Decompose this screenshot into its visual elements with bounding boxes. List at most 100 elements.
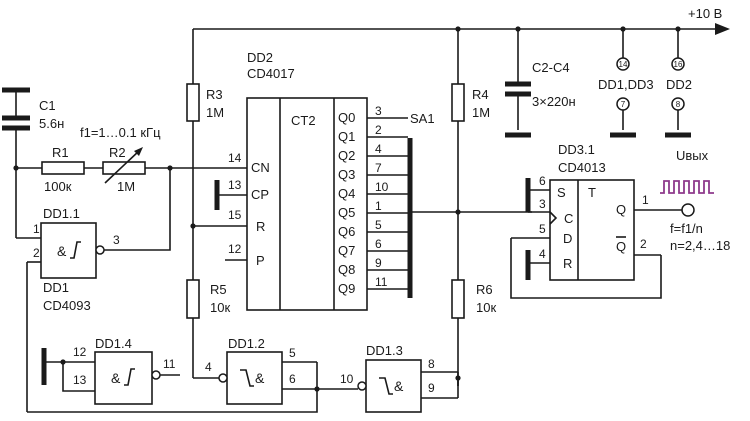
capacitor-c1: C1 5.6н xyxy=(2,87,64,168)
r4-name: R4 xyxy=(472,87,489,102)
resistor-r6: R6 10к xyxy=(451,279,496,386)
pin-1-label: 1 xyxy=(642,193,649,207)
resistor-r5: R5 10к xyxy=(186,223,230,379)
output-q1-label: Q1 xyxy=(338,129,355,144)
dd31-name: DD3.1 xyxy=(558,142,595,157)
dd14-schmitt-nand-symbol: & xyxy=(111,370,121,386)
power-pin-16: 16 xyxy=(674,60,683,69)
dd11-pin-3: 3 xyxy=(113,233,120,247)
dd11-pin-2: 2 xyxy=(33,246,40,260)
c-label: C xyxy=(564,211,573,226)
supply-rail: +10 В xyxy=(193,6,730,35)
pin-4-label: 4 xyxy=(539,247,546,261)
pin-2-label: 2 xyxy=(640,237,647,251)
r4-value: 1М xyxy=(472,105,490,120)
dd11-name: DD1.1 xyxy=(43,206,80,221)
r5-value: 10к xyxy=(210,300,230,315)
power-pin-8: 8 xyxy=(676,100,681,109)
r6-name: R6 xyxy=(476,282,493,297)
gate-dd1-1: DD1.1 & 1 2 3 DD1 CD4093 xyxy=(15,168,171,412)
dd2-name: DD2 xyxy=(247,50,273,65)
output-q3-pin: 7 xyxy=(375,161,382,175)
d-label: D xyxy=(563,231,572,246)
output-q2-label: Q2 xyxy=(338,148,355,163)
r1-value: 100к xyxy=(44,179,72,194)
c1-value: 5.6н xyxy=(39,116,64,131)
output-q7-label: Q7 xyxy=(338,243,355,258)
s-label: S xyxy=(557,185,566,200)
pin-5-label: 5 xyxy=(539,222,546,236)
nrange-label: n=2,4…18 xyxy=(670,238,730,253)
capacitor-c2-c4: C2-C4 3×220н xyxy=(505,29,576,138)
output-q9-label: Q9 xyxy=(338,281,355,296)
power-pin-14: 14 xyxy=(619,60,628,69)
output-q8-pin: 9 xyxy=(375,256,382,270)
output-q0-pin: 3 xyxy=(375,104,382,118)
output-q4-pin: 10 xyxy=(375,180,389,194)
c2c4-name: C2-C4 xyxy=(532,60,570,75)
power-pin-7: 7 xyxy=(621,100,626,109)
dd2-power-label: DD2 xyxy=(666,77,692,92)
resistor-r1: R1 100к xyxy=(13,145,103,194)
feedback-wire xyxy=(27,389,318,413)
r-reset-label: R xyxy=(563,256,572,271)
fout-label: f=f1/n xyxy=(670,221,703,236)
dd2-type: CT2 xyxy=(291,113,316,128)
c2c4-value: 3×220н xyxy=(532,94,576,109)
gate-dd1-3: DD1.3 & 10 8 9 xyxy=(317,343,461,413)
resistor-r2: R2 1М f1=1…0.1 кГц xyxy=(80,125,173,194)
frequency-label: f1=1…0.1 кГц xyxy=(80,125,161,140)
pin-3-label: 3 xyxy=(539,197,546,211)
output-q6-label: Q6 xyxy=(338,224,355,239)
r1-name: R1 xyxy=(52,145,69,160)
gate-dd1-4: DD1.4 & 12 13 11 xyxy=(41,336,180,405)
pin-14-label: 14 xyxy=(228,151,242,165)
dd1-name: DD1 xyxy=(43,280,69,295)
cn-label: CN xyxy=(251,160,270,175)
r2-name: R2 xyxy=(109,145,126,160)
dd12-pin-4: 4 xyxy=(205,360,212,374)
output-q3-label: Q3 xyxy=(338,167,355,182)
gate-dd1-2: DD1.2 & 4 5 6 xyxy=(205,336,320,405)
dd14-pin-13: 13 xyxy=(73,373,87,387)
output-q9-pin: 11 xyxy=(375,275,388,289)
output-q7-pin: 6 xyxy=(375,237,382,251)
dd12-schmitt-nand-symbol: & xyxy=(255,370,265,386)
uout-label: Uвых xyxy=(676,148,709,163)
resistor-r3: R3 1М xyxy=(186,29,224,280)
supply-label: +10 В xyxy=(688,6,722,21)
output-q2-pin: 4 xyxy=(375,142,382,156)
q-label: Q xyxy=(616,202,626,217)
pin-6-label: 6 xyxy=(539,174,546,188)
dd13-pin-10: 10 xyxy=(340,372,354,386)
c1-name: C1 xyxy=(39,98,56,113)
dd13-name: DD1.3 xyxy=(366,343,403,358)
r3-name: R3 xyxy=(206,87,223,102)
r5-name: R5 xyxy=(210,282,227,297)
dd31-part: CD4013 xyxy=(558,160,606,175)
flipflop-dd3-1: DD3.1 CD4013 T 6 S 3 C 5 D 4 R Q 1 Q 2 xyxy=(510,142,695,299)
output-q4-label: Q4 xyxy=(338,186,355,201)
dd13-schmitt-nand-symbol: & xyxy=(394,378,404,394)
p-label: P xyxy=(256,253,265,268)
dd1dd3-power-label: DD1,DD3 xyxy=(598,77,654,92)
dd14-pin-12: 12 xyxy=(73,345,87,359)
output-q1-pin: 2 xyxy=(375,123,382,137)
dd12-pin-5: 5 xyxy=(289,346,296,360)
output-q8-label: Q8 xyxy=(338,262,355,277)
t-label: T xyxy=(588,185,596,200)
output-q0-label: Q0 xyxy=(338,110,355,125)
qbar-label: Q xyxy=(616,239,626,254)
switch-sa1: SA1 xyxy=(407,111,532,298)
dd14-pin-11: 11 xyxy=(163,357,176,371)
r-label: R xyxy=(256,219,265,234)
dd12-name: DD1.2 xyxy=(228,336,265,351)
dd2-part: CD4017 xyxy=(247,66,295,81)
schmitt-nand-symbol: & xyxy=(57,243,67,259)
output-q5-pin: 1 xyxy=(375,199,382,213)
resistor-r4: R4 1М xyxy=(451,29,490,280)
